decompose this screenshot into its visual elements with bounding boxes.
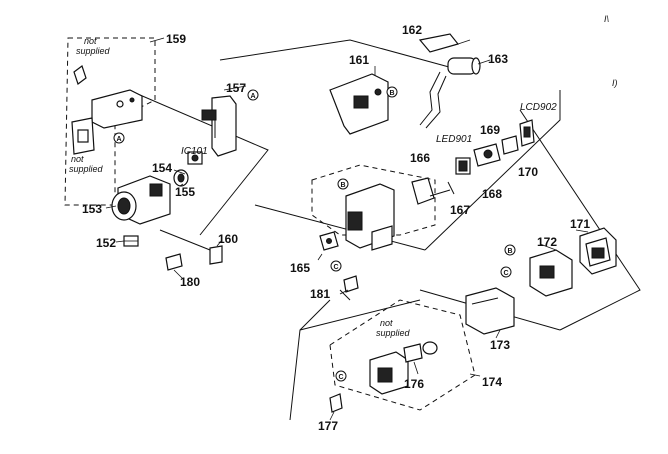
part-ic101[interactable] [187, 151, 203, 165]
marker-a-2: A [113, 132, 125, 144]
svg-text:C: C [338, 374, 343, 381]
label-174: 174 [482, 375, 502, 389]
label-172: 172 [537, 235, 557, 249]
label-180: 180 [180, 275, 200, 289]
part-153-lens-block[interactable] [111, 175, 171, 225]
stray-mark-2: I) [612, 78, 618, 88]
label-171: 171 [570, 217, 590, 231]
part-180[interactable] [165, 253, 183, 271]
svg-text:B: B [507, 248, 512, 255]
ref-lcd902: LCD902 [520, 102, 557, 113]
part-173[interactable] [465, 287, 515, 335]
part-160[interactable] [159, 229, 223, 265]
marker-c-1: C [330, 260, 342, 272]
note-supplied-1: supplied [76, 46, 111, 56]
marker-b-2: B [337, 178, 349, 190]
part-165[interactable] [319, 231, 339, 251]
part-174-block[interactable] [369, 351, 409, 395]
part-172[interactable] [529, 249, 573, 297]
label-153: 153 [82, 202, 102, 216]
group-mid-dashed-box [311, 164, 436, 236]
label-157: 157 [226, 81, 246, 95]
part-181[interactable] [343, 275, 359, 293]
svg-text:C: C [503, 270, 508, 277]
svg-text:C: C [333, 264, 338, 271]
part-177[interactable] [329, 393, 343, 413]
label-163: 163 [488, 52, 508, 66]
label-176: 176 [404, 377, 424, 391]
note-not-3: not [380, 318, 393, 328]
label-168: 168 [482, 187, 502, 201]
label-167: 167 [450, 203, 470, 217]
part-162[interactable] [418, 33, 460, 53]
label-169: 169 [480, 123, 500, 137]
label-154: 154 [152, 161, 172, 175]
part-170[interactable] [501, 135, 519, 155]
label-165: 165 [290, 261, 310, 275]
part-161-frame[interactable] [329, 73, 389, 135]
label-170: 170 [518, 165, 538, 179]
svg-text:B: B [389, 90, 394, 97]
stray-mark-1: I\ [604, 14, 610, 24]
part-mid-assembly[interactable] [345, 183, 395, 251]
svg-text:B: B [340, 182, 345, 189]
part-167[interactable] [447, 181, 455, 195]
label-152: 152 [96, 236, 116, 250]
part-176[interactable] [403, 341, 438, 363]
marker-b-1: B [386, 86, 398, 98]
svg-text:A: A [250, 93, 255, 100]
part-155-ring[interactable] [173, 169, 189, 187]
note-supplied-2: supplied [69, 164, 104, 174]
svg-text:A: A [116, 136, 121, 143]
part-lcd902[interactable] [519, 119, 535, 147]
part-171-housing[interactable] [579, 227, 617, 275]
marker-a-1: A [247, 89, 259, 101]
label-161: 161 [349, 53, 369, 67]
label-177: 177 [318, 419, 338, 433]
ref-led901: LED901 [436, 134, 472, 145]
part-168[interactable] [473, 143, 501, 167]
marker-c-2: C [500, 266, 512, 278]
note-not-2: not [71, 154, 84, 164]
label-173: 173 [490, 338, 510, 352]
group-174-dashed-box [329, 299, 476, 411]
part-led901[interactable] [455, 157, 471, 175]
part-166[interactable] [411, 177, 451, 205]
marker-b-3: B [504, 244, 516, 256]
note-supplied-3: supplied [376, 328, 411, 338]
marker-c-3: C [335, 370, 347, 382]
label-166: 166 [410, 151, 430, 165]
note-not-1: not [84, 36, 97, 46]
part-159-bracket-upper[interactable] [73, 65, 143, 129]
ref-ic101: IC101 [181, 146, 208, 157]
label-155: 155 [175, 185, 195, 199]
label-162: 162 [402, 23, 422, 37]
part-152[interactable] [123, 235, 139, 247]
leader-lines [105, 37, 589, 421]
part-159-bracket-lower[interactable] [71, 117, 95, 155]
part-163-cylinder[interactable] [419, 57, 481, 129]
label-181: 181 [310, 287, 330, 301]
label-159: 159 [166, 32, 186, 46]
label-160: 160 [218, 232, 238, 246]
part-157-board[interactable] [201, 95, 237, 157]
